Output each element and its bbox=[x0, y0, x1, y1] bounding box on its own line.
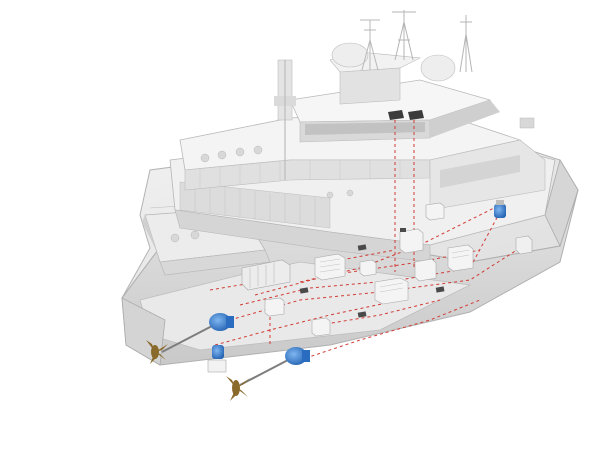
switchboard bbox=[241, 259, 291, 291]
propulsion-motor-starboard bbox=[239, 347, 310, 386]
antenna-mast-1 bbox=[360, 19, 380, 71]
propeller-starboard bbox=[226, 376, 250, 401]
window-grid-upper bbox=[199, 160, 401, 188]
converter-grilles bbox=[319, 249, 470, 293]
bow-thruster-motor bbox=[494, 200, 506, 218]
transformer-units bbox=[264, 202, 474, 337]
propulsion-motor-port bbox=[161, 313, 234, 353]
deck-furniture bbox=[170, 117, 535, 243]
window-strip-aft bbox=[429, 139, 546, 211]
antenna-mast-3 bbox=[459, 15, 473, 73]
antenna-mast-2 bbox=[392, 10, 416, 61]
auxiliary-units bbox=[299, 228, 445, 318]
propeller-port bbox=[146, 340, 168, 364]
window-grid-lower bbox=[194, 184, 316, 226]
bridge-sensor-units bbox=[388, 110, 424, 272]
steering-motor bbox=[207, 345, 227, 373]
stern-thruster-unit bbox=[515, 235, 533, 255]
